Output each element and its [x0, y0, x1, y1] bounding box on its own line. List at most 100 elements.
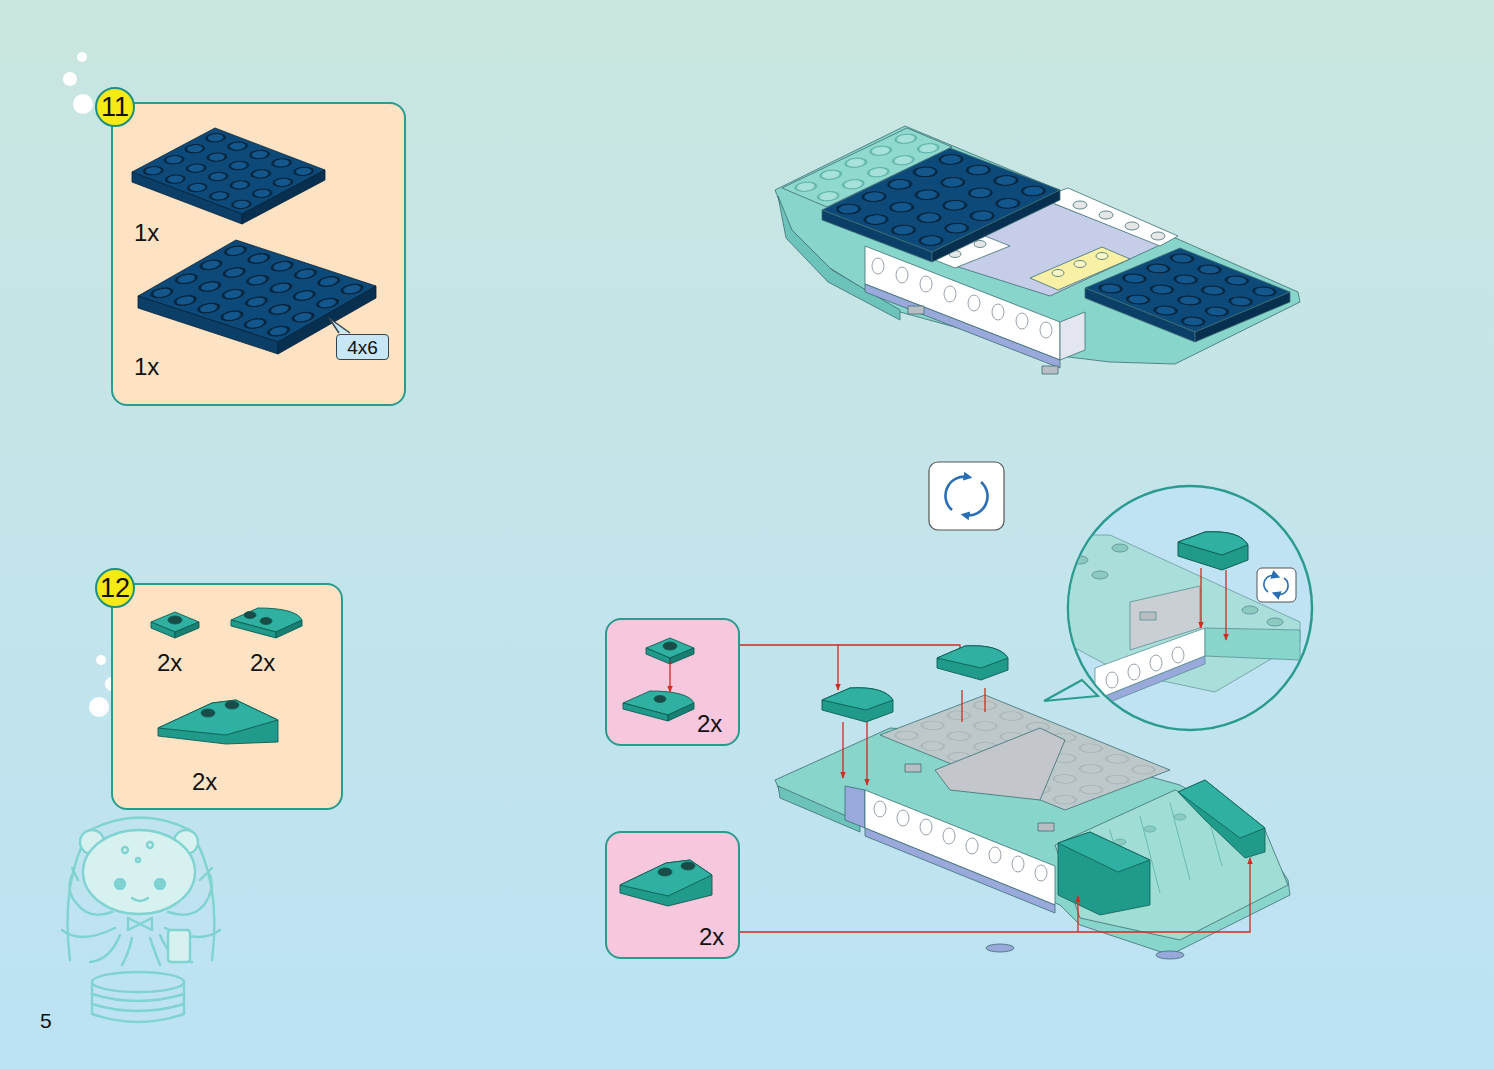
mascot-figure — [122, 938, 132, 965]
model-top-view — [1040, 188, 1178, 246]
model-top-view — [822, 210, 932, 262]
sub-assembly-parts — [646, 648, 670, 664]
model-bottom-view — [1058, 832, 1150, 915]
model-top-view — [944, 286, 956, 302]
model-top-view — [872, 258, 884, 274]
model-bottom-view — [1012, 856, 1024, 872]
model-top-view — [822, 148, 1060, 252]
detail-zoom — [1095, 656, 1205, 708]
model-top-view — [968, 295, 980, 311]
mascot-figure — [92, 982, 184, 1022]
step-number: 11 — [95, 87, 135, 127]
curved-slope-part — [822, 688, 893, 710]
mascot-figure — [92, 994, 184, 1011]
sub-assembly-parts — [623, 638, 694, 721]
detail-zoom — [1106, 647, 1184, 688]
model-bottom-view — [1035, 865, 1047, 881]
model-bottom-view — [897, 810, 909, 826]
mascot-figure — [128, 918, 152, 930]
model-top-view — [896, 267, 908, 283]
model-top-view — [1016, 313, 1028, 329]
detail-zoom — [1257, 568, 1296, 602]
slope-parts — [151, 608, 302, 744]
detail-zoom — [1106, 672, 1118, 688]
slope-parts — [201, 709, 215, 717]
quantity-label: 2x — [192, 770, 217, 794]
leader-lines — [1077, 896, 1078, 932]
model-top-view — [1085, 288, 1195, 342]
sub-assembly-parts — [620, 860, 712, 906]
sub-assembly-parts — [669, 662, 670, 692]
model-top-view — [1040, 322, 1052, 338]
detail-zoom — [1150, 655, 1162, 671]
bubbles — [89, 697, 109, 717]
model-top-view — [1125, 222, 1139, 230]
model-top-view — [932, 190, 1060, 262]
leader-lines — [740, 645, 960, 668]
model-bottom-view — [986, 944, 1014, 952]
model-top-view — [872, 258, 1052, 338]
detail-zoom — [1178, 532, 1248, 555]
bubbles — [73, 94, 93, 114]
plate-parts — [132, 128, 325, 214]
plate-parts — [138, 240, 376, 342]
model-top-view — [775, 126, 1300, 364]
leader-lines — [961, 690, 962, 722]
slope-parts — [175, 622, 199, 638]
model-bottom-view — [989, 847, 1001, 863]
mascot-figure — [155, 879, 165, 889]
model-top-view — [1096, 253, 1108, 260]
mascot-figure — [90, 935, 120, 962]
model-top-view — [1042, 366, 1058, 374]
detail-zoom — [1205, 628, 1300, 660]
model-top-view — [908, 306, 924, 314]
detail-zoom — [1044, 486, 1312, 730]
bubbles — [63, 72, 77, 86]
mascot-figure — [83, 830, 195, 914]
detail-zoom — [1225, 570, 1226, 640]
model-bottom-view — [775, 728, 1290, 955]
step-label: 11 — [97, 89, 133, 125]
plate-parts — [138, 240, 376, 342]
model-bottom-view — [920, 819, 932, 835]
sub-assembly-parts — [670, 648, 694, 664]
slope-parts — [244, 612, 256, 619]
rotate-icon — [929, 462, 1004, 530]
model-top-view — [1060, 312, 1085, 360]
curved-slope-part — [937, 646, 1008, 680]
slope-parts — [225, 701, 239, 709]
model-bottom-view — [966, 838, 978, 854]
mascot-figure — [62, 818, 220, 1023]
slope-parts — [231, 608, 302, 632]
sub-assembly-parts — [658, 868, 672, 876]
bubbles — [77, 52, 87, 62]
model-bottom-view — [874, 801, 1047, 881]
sub-assembly-parts — [663, 642, 677, 650]
slope-parts — [158, 700, 278, 744]
sub-assembly-box: 2x — [605, 618, 740, 746]
model-bottom-view — [1178, 780, 1265, 838]
slope-parts — [168, 616, 182, 624]
model-top-view — [775, 126, 1300, 374]
mascot-figure — [132, 898, 148, 901]
quantity-label: 2x — [697, 712, 722, 736]
mascot-figure — [122, 847, 128, 853]
slope-parts — [151, 612, 199, 632]
model-top-view — [1073, 201, 1087, 209]
quantity-label: 1x — [134, 355, 159, 379]
detail-zoom — [1060, 535, 1300, 708]
rotate-icon — [945, 477, 968, 510]
quantity-label: 1x — [134, 221, 159, 245]
model-bottom-view — [1144, 826, 1156, 832]
parts-list-box: 1x1x4x6 — [111, 102, 406, 406]
leader-lines — [837, 645, 838, 690]
model-bottom-view — [1178, 780, 1265, 858]
leader-lines — [984, 688, 985, 712]
slope-parts — [231, 620, 276, 638]
detail-zoom — [1140, 612, 1156, 620]
sub-assembly-parts — [620, 860, 712, 906]
mascot-figure — [72, 868, 212, 880]
mascot-figure — [136, 858, 140, 862]
model-top-view — [974, 241, 986, 248]
